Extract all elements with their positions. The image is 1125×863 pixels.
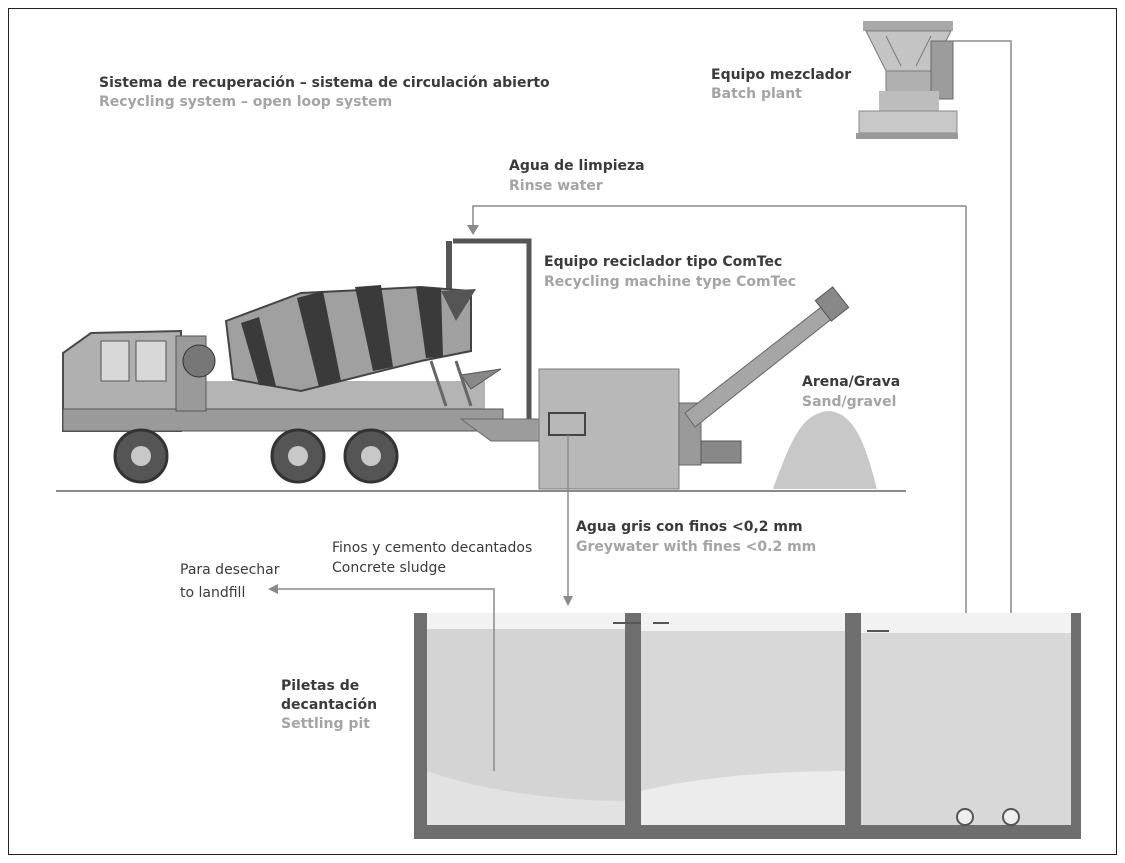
title-en: Recycling system – open loop system xyxy=(99,94,393,110)
title-es: Sistema de recuperación – sistema de cir… xyxy=(99,75,550,91)
landfill-label-en: to landfill xyxy=(180,585,246,601)
landfill-label-es: Para desechar xyxy=(180,562,280,578)
recycler-label-en: Recycling machine type ComTec xyxy=(544,274,797,290)
sludge-label-en: Concrete sludge xyxy=(332,560,446,576)
batch-plant-graphic xyxy=(856,21,958,139)
rinse-water-label-en: Rinse water xyxy=(509,178,603,194)
settling-pit-label-es-line2: decantación xyxy=(281,697,378,713)
sludge-label-es: Finos y cemento decantados xyxy=(332,540,533,556)
sand-gravel-label-es: Arena/Grava xyxy=(802,374,901,390)
recycler-label-es: Equipo reciclador tipo ComTec xyxy=(544,254,783,270)
batch-plant-label-es: Equipo mezclador xyxy=(711,67,852,83)
recycling-diagram xyxy=(56,21,1081,839)
settling-pit-label-es-line1: Piletas de xyxy=(281,678,360,694)
greywater-label-en: Greywater with fines <0.2 mm xyxy=(576,539,817,555)
settling-pit-graphic xyxy=(414,613,1081,839)
diagram-frame: Sistema de recuperación – sistema de cir… xyxy=(8,8,1117,855)
recycler-machine-graphic xyxy=(459,286,850,490)
sand-gravel-pile xyxy=(773,411,877,489)
batch-plant-label-en: Batch plant xyxy=(711,86,802,102)
settling-pit-label-en: Settling pit xyxy=(281,716,370,732)
sand-gravel-label-en: Sand/gravel xyxy=(802,394,897,410)
rinse-water-label-es: Agua de limpieza xyxy=(509,158,645,174)
mixer-truck-graphic xyxy=(62,285,504,484)
sludge-line xyxy=(276,588,495,771)
batch-plant-feed-line xyxy=(951,40,1012,761)
greywater-label-es: Agua gris con finos <0,2 mm xyxy=(576,519,803,535)
